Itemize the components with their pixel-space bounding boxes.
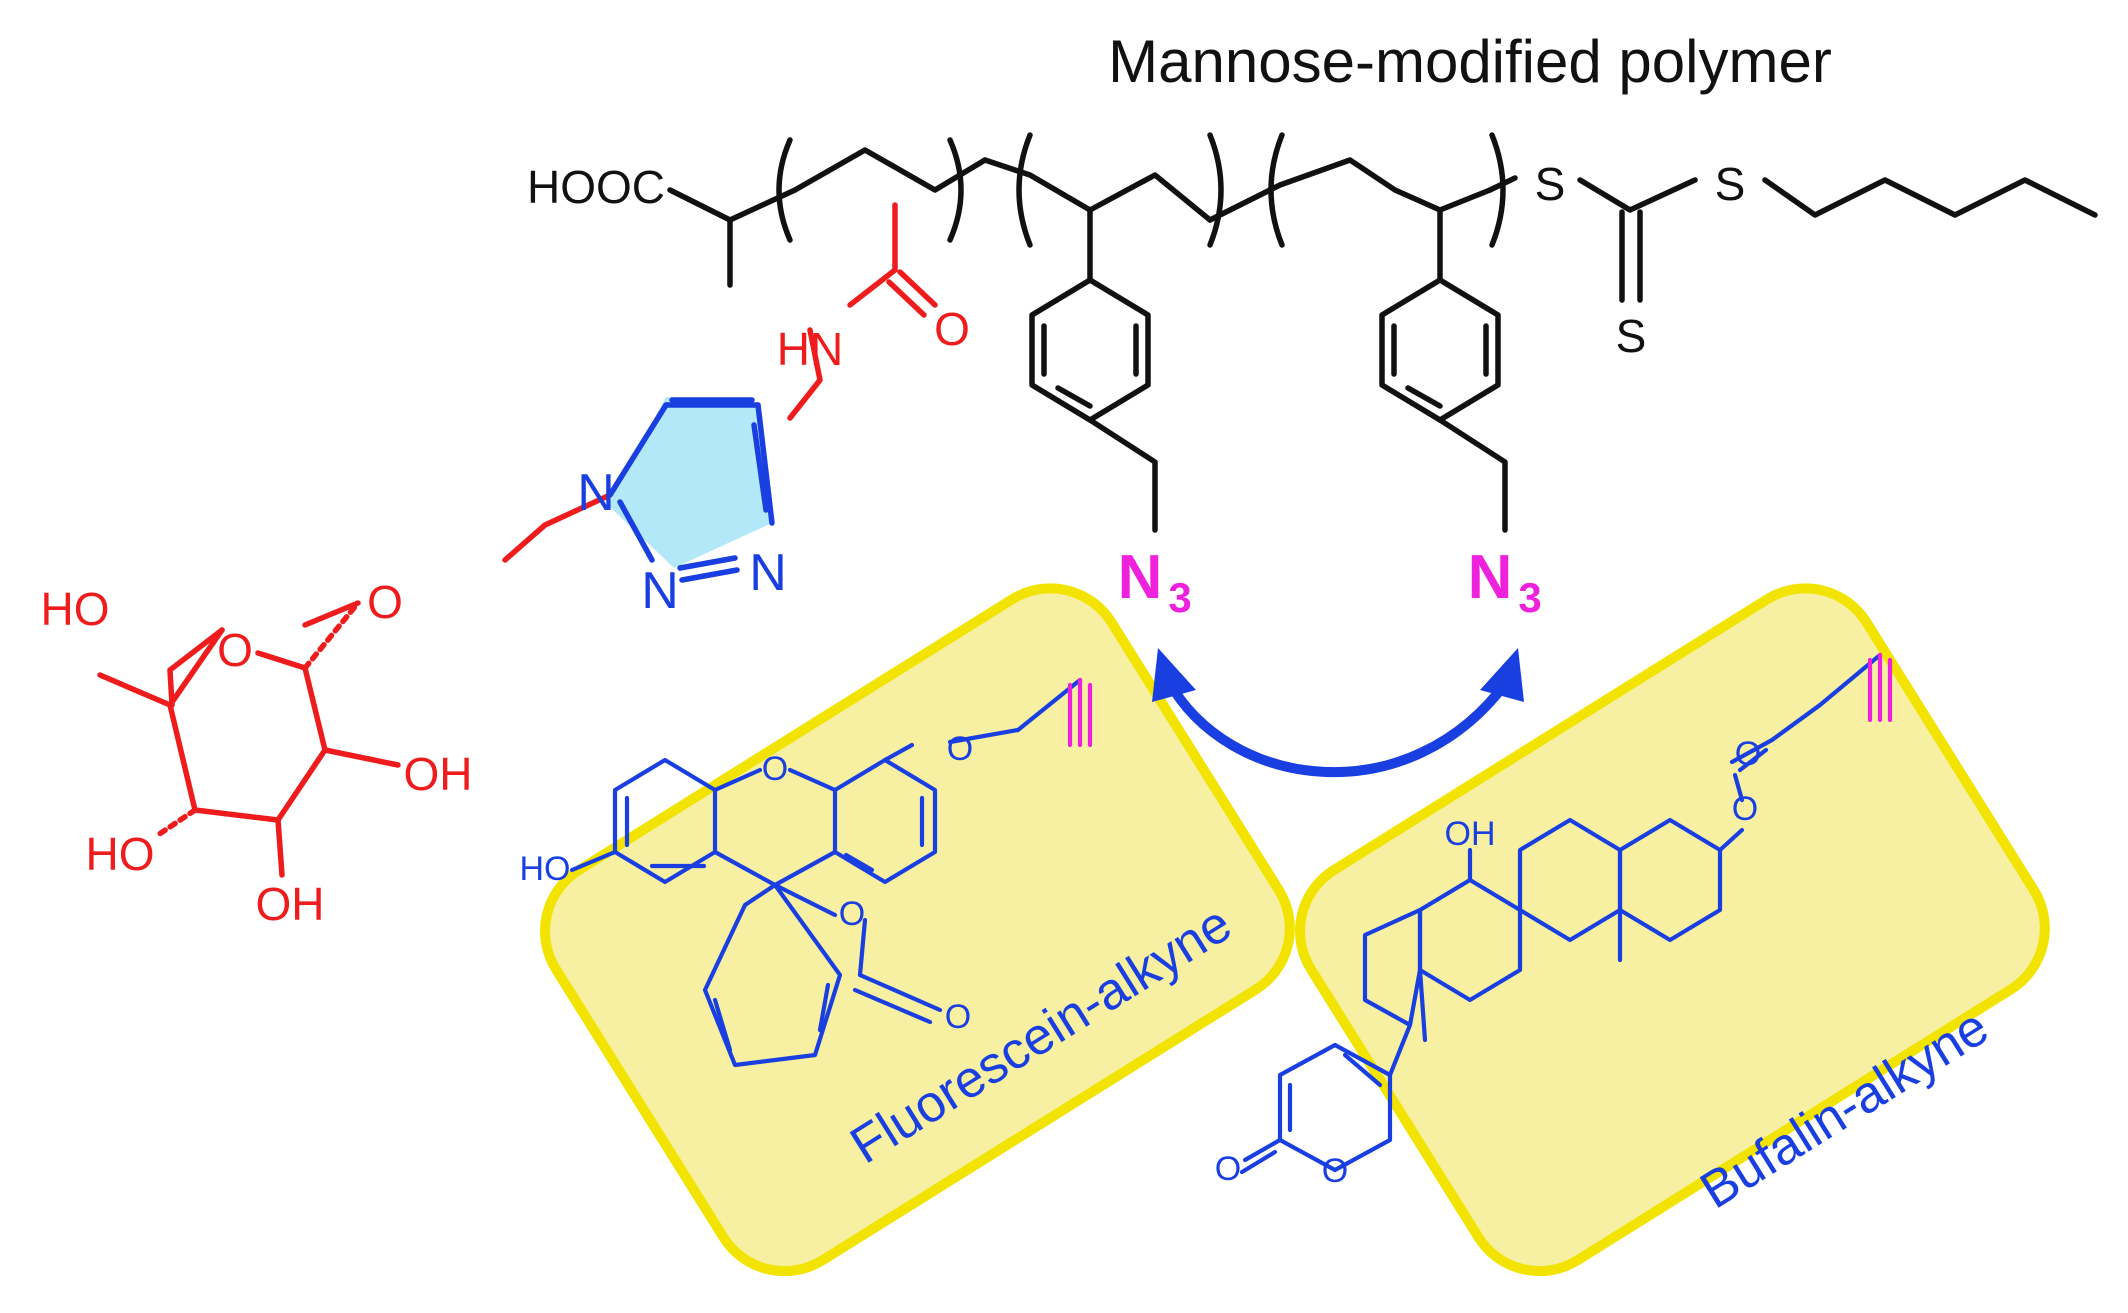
bufalin-structure	[1239, 652, 1893, 1175]
bufalin-oh-label: OH	[1445, 815, 1496, 853]
svg-text:3: 3	[1168, 574, 1191, 621]
svg-text:N: N	[1118, 543, 1163, 612]
svg-text:3: 3	[1518, 574, 1541, 621]
amide-nh-label: HN	[777, 323, 843, 375]
linker-o-label: O	[367, 576, 403, 628]
bufalin-lactone-o-label: O	[1215, 1150, 1241, 1188]
fluorescein-ether-o-label: O	[947, 730, 973, 768]
click-arrow	[1163, 675, 1513, 777]
azide-label-1: N 3	[1118, 543, 1192, 621]
bufalin-box	[1295, 583, 2050, 1277]
mannose-oh-c6-label: HO	[41, 583, 110, 635]
sulfur-label-1: S	[1535, 158, 1566, 210]
bufalin-carbonyl-o-label: O	[1735, 735, 1761, 773]
arrowhead-left	[1152, 648, 1196, 702]
mannose-oh-c2-label: OH	[404, 748, 473, 800]
arrowhead-right	[1480, 648, 1524, 702]
mannose-linker	[302, 202, 938, 628]
diagram-title: Mannose-modified polymer	[1108, 28, 1832, 95]
repeat-unit-brackets	[776, 132, 1506, 248]
sulfur-label-3: S	[1616, 310, 1647, 362]
fluorescein-ho-label: HO	[520, 850, 571, 888]
triazole-n3-label: N	[749, 544, 787, 602]
svg-text:N: N	[1468, 543, 1513, 612]
triazole-ring	[607, 397, 775, 583]
amide-o-label: O	[934, 303, 970, 355]
azide-label-2: N 3	[1468, 543, 1542, 621]
fluorescein-carbonyl-o-label: O	[945, 998, 971, 1036]
fluorescein-xanthene-o-label: O	[762, 750, 788, 788]
bufalin-ring-o-label: O	[1322, 1152, 1348, 1190]
bufalin-ester-o-label: O	[1732, 790, 1758, 828]
polymer-backbone	[667, 147, 2098, 533]
triazole-n2-label: N	[641, 562, 679, 620]
mannose-oh-c3-label: OH	[256, 878, 325, 930]
sulfur-label-2: S	[1715, 158, 1746, 210]
mannose-ring-o-label: O	[217, 624, 253, 676]
triazole-highlight	[608, 397, 772, 568]
triazole-n1-label: N	[577, 464, 615, 522]
fluorescein-structure	[569, 677, 1093, 1068]
hooc-label: HOOC	[527, 161, 665, 213]
fluorescein-lactone-o-label: O	[839, 895, 865, 933]
fluorescein-box	[540, 583, 1295, 1277]
mannose-ring	[97, 600, 401, 878]
mannose-oh-c4-label: HO	[86, 828, 155, 880]
